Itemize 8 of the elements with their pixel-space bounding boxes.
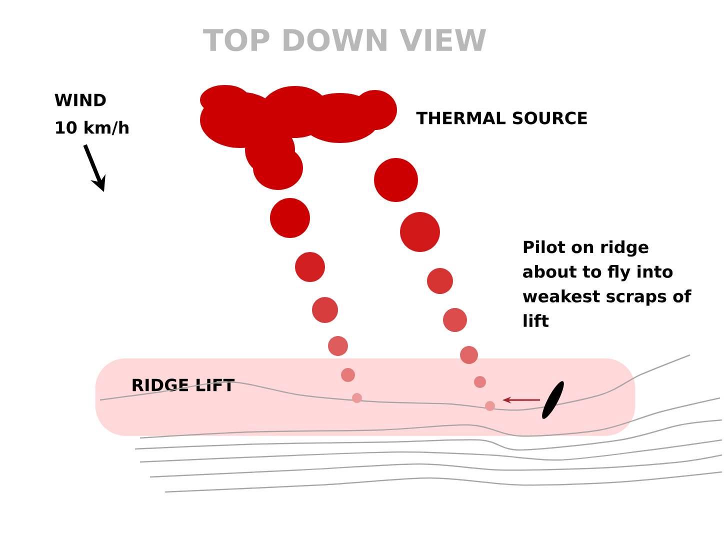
pilot-glider bbox=[542, 381, 564, 419]
note: Pilot on ridge about to fly into weakest scraps of lift bbox=[522, 240, 692, 327]
wind-speed-label: 10 km/h bbox=[56, 120, 128, 136]
node-label: THERMAL SOURCE bbox=[416, 112, 587, 124]
thermal-source-blob: THERMAL SOURCE bbox=[200, 85, 587, 190]
title: TOP DOWN VIEW bbox=[203, 28, 486, 52]
ridge-lift-band: RIDGE LIFT bbox=[95, 358, 636, 436]
wind-label: WIND bbox=[54, 94, 106, 106]
